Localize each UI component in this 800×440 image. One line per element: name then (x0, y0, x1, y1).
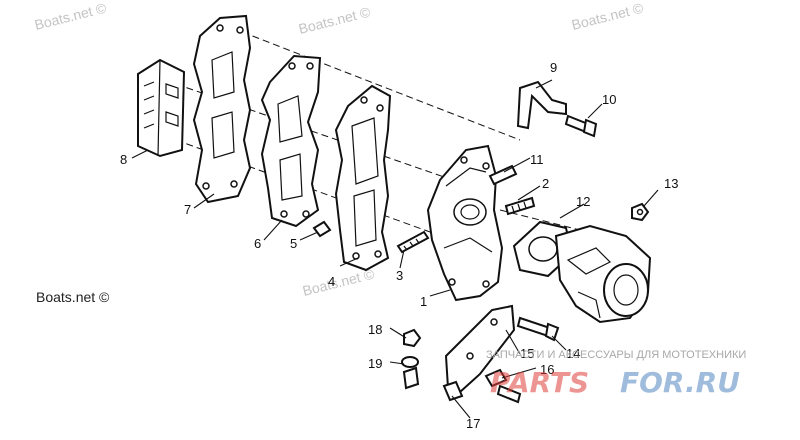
bracket-screw (484, 368, 508, 388)
callout-4: 4 (328, 274, 335, 289)
nut-18 (403, 328, 422, 348)
partsfor-watermark: ЗАПЧАСТИ И АКСЕССУАРЫ ДЛЯ МОТОТЕХНИКИ PA… (486, 349, 746, 399)
callout-8: 8 (120, 152, 127, 167)
small-screw (312, 220, 332, 238)
manifold-stud (488, 164, 518, 186)
spring-stud (504, 196, 536, 216)
callout-11: 11 (530, 152, 544, 167)
intake-manifold (426, 144, 504, 302)
callout-1: 1 (420, 294, 427, 309)
watermark-boats-net-2: Boats.net © (297, 3, 373, 36)
callout-15: 15 (520, 346, 534, 361)
callout-19: 19 (368, 356, 382, 371)
carburetor (554, 224, 652, 324)
bracket-bolt (564, 114, 598, 138)
callout-6: 6 (254, 236, 261, 251)
watermark-caption: ЗАПЧАСТИ И АКСЕССУАРЫ ДЛЯ МОТОТЕХНИКИ (486, 349, 746, 361)
callout-14: 14 (566, 346, 580, 361)
watermark-brand-right: FOR.RU (620, 366, 740, 399)
callout-12: 12 (576, 194, 590, 209)
callout-5: 5 (290, 236, 297, 251)
assembly-axis-middle (175, 83, 471, 187)
callout-9: 9 (550, 60, 557, 75)
spacer-plate (260, 54, 322, 228)
callout-16: 16 (540, 362, 554, 377)
callout-17: 17 (466, 416, 480, 431)
watermark-boats-net-3: Boats.net © (570, 0, 646, 33)
watermark-boats-net-1: Boats.net © (33, 0, 109, 33)
bracket-bolt-lower (442, 380, 522, 404)
assembly-axis-top (231, 27, 521, 141)
callout-10: 10 (602, 92, 616, 107)
leader-lines (131, 79, 659, 419)
washer-19 (401, 356, 420, 390)
watermark-boats-net-6: Boats.net © (36, 289, 110, 305)
long-bolt (516, 316, 560, 342)
callout-7: 7 (184, 202, 191, 217)
callout-13: 13 (664, 176, 678, 191)
lever-bracket (444, 304, 516, 394)
stud-bolt (396, 230, 430, 254)
reed-block-gasket (192, 14, 252, 204)
carburetor-nut (631, 202, 650, 222)
watermark-brand-left: PARTS (490, 366, 589, 399)
callout-labels: 8 7 6 5 4 3 1 2 11 12 13 9 10 14 15 16 1… (120, 60, 678, 431)
reed-valve-block (137, 58, 186, 158)
intake-gasket (334, 84, 392, 272)
throttle-bracket (516, 80, 567, 130)
callout-18: 18 (368, 322, 382, 337)
callout-2: 2 (542, 176, 549, 191)
callout-3: 3 (396, 268, 403, 283)
